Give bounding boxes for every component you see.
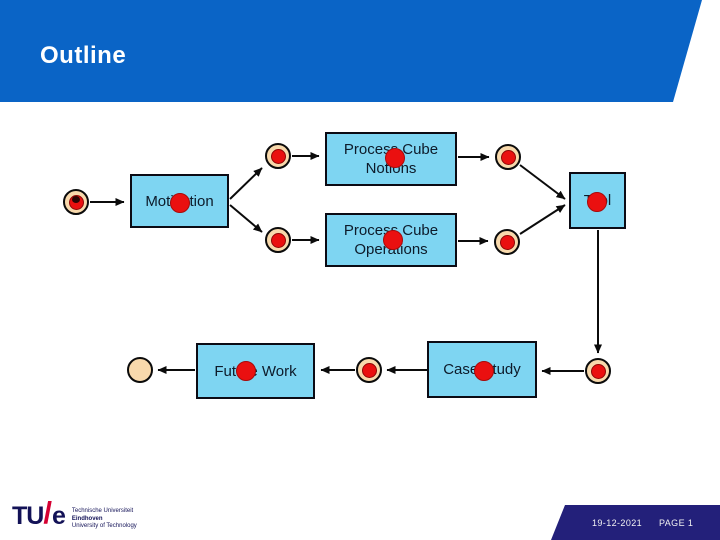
token [590, 363, 606, 379]
footer-banner: 19-12-2021 PAGE 1 [551, 505, 720, 540]
edge-motivation-before-operations [229, 204, 263, 233]
token [68, 194, 84, 210]
logo-wordmark: Technische Universiteit Eindhoven Univer… [72, 508, 137, 531]
header-banner [0, 0, 702, 102]
token [361, 362, 377, 378]
place-before-case-study [585, 358, 611, 384]
place-end [127, 357, 153, 383]
place-after-notions [495, 144, 521, 170]
place-before-future-work [356, 357, 382, 383]
place-after-operations [494, 229, 520, 255]
logo-line-1: Technische Universiteit [71, 508, 134, 514]
logo-line-2: Eindhoven [71, 515, 103, 522]
edge-after-notions-tool [519, 164, 566, 200]
red-token-over-tool [587, 192, 607, 212]
footer-page-number: PAGE 1 [659, 517, 694, 528]
place-before-operations [265, 227, 291, 253]
tue-logo: TU / e Technische Universiteit Eindhoven… [12, 495, 137, 531]
token [270, 232, 286, 248]
red-token-over-future-work [236, 361, 256, 381]
edge-after-operations-tool [519, 204, 566, 235]
red-token-over-notions [385, 148, 405, 168]
place-before-notions [265, 143, 291, 169]
page-title: Outline [40, 42, 127, 69]
token [270, 148, 286, 164]
logo-tu-text: TU [12, 502, 44, 530]
box-label-line: Notions [365, 160, 417, 177]
token-shadow [71, 195, 80, 203]
red-token-over-case-study [474, 361, 494, 381]
red-token-over-operations [383, 230, 403, 250]
logo-line-3: University of Technology [71, 523, 137, 529]
token [500, 149, 516, 165]
footer-date: 19-12-2021 [592, 517, 643, 528]
place-start [63, 189, 89, 215]
edge-motivation-before-notions [229, 167, 263, 200]
logo-slash-icon: / [43, 495, 52, 530]
red-token-over-motivation [170, 193, 190, 213]
logo-e-text: e [51, 502, 66, 530]
token [499, 234, 515, 250]
